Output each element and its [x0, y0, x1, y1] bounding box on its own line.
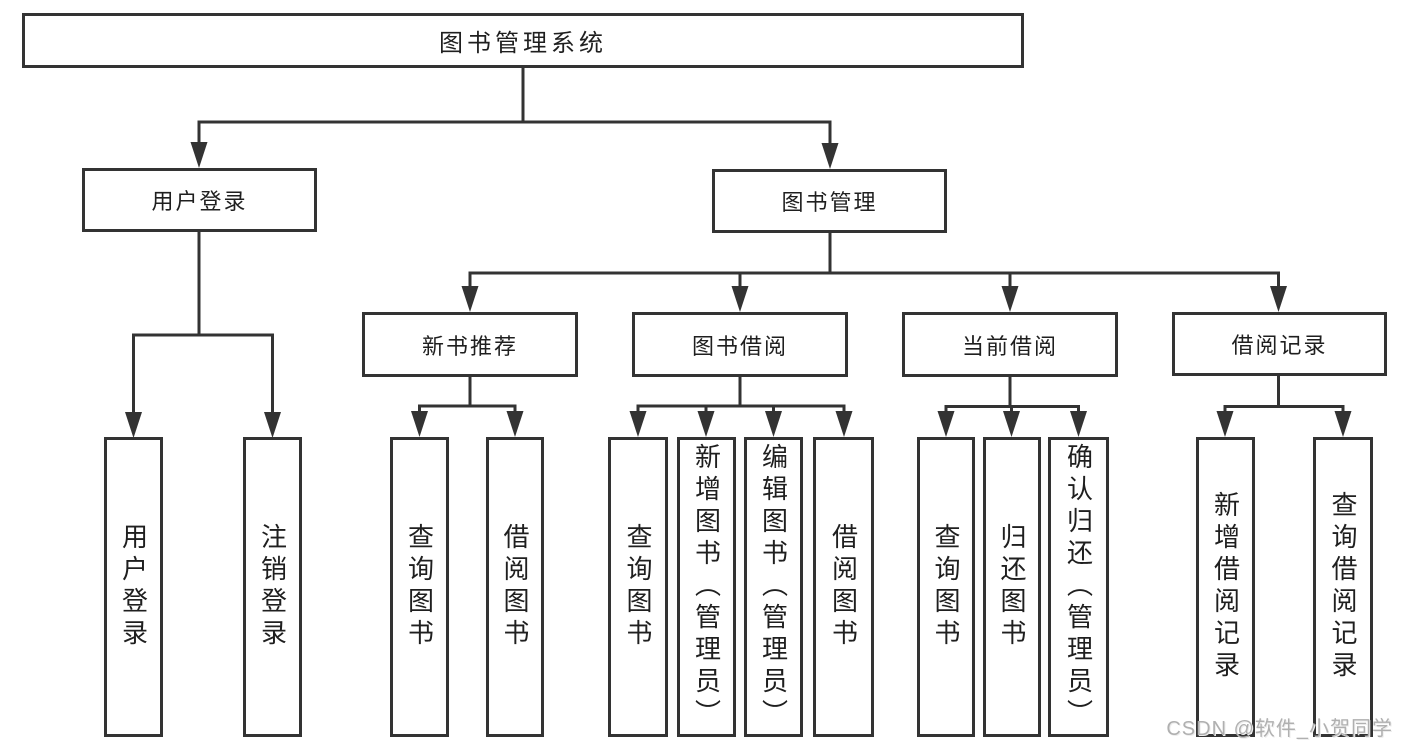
connector-user-login-to-leaves	[132, 232, 274, 418]
leaf-borrow-borrow-book-label: 借阅图书	[828, 523, 859, 651]
connector-new-book-to-leaves	[418, 377, 517, 417]
node-borrow-records: 借阅记录	[1172, 312, 1387, 376]
node-new-book-recommend-label: 新书推荐	[421, 333, 518, 359]
node-book-borrow: 图书借阅	[632, 312, 848, 377]
node-book-borrow-label: 图书借阅	[691, 333, 788, 359]
leaf-borrow-query: 查询图书	[608, 437, 668, 737]
connector-current-borrow-to-leaves	[944, 377, 1080, 417]
connector-book-management-to-level3	[468, 233, 1280, 292]
connector-borrow-records-to-leaves	[1223, 376, 1345, 417]
node-book-management: 图书管理	[712, 169, 947, 233]
leaf-borrow-query-label: 查询图书	[623, 523, 653, 651]
node-root: 图书管理系统	[22, 13, 1024, 68]
leaf-borrow-edit-book-label: 编辑图书（管理员）	[758, 443, 789, 731]
leaf-user-login-label: 用户登录	[118, 523, 149, 651]
leaf-newbook-borrow: 借阅图书	[486, 437, 544, 737]
leaf-records-add: 新增借阅记录	[1196, 437, 1255, 737]
connector-book-borrow-to-leaves	[636, 377, 846, 417]
leaf-borrow-add-book: 新增图书（管理员）	[677, 437, 736, 737]
leaf-current-confirm-return-label: 确认归还（管理员）	[1063, 443, 1094, 731]
leaf-records-add-label: 新增借阅记录	[1210, 491, 1241, 683]
leaf-current-confirm-return: 确认归还（管理员）	[1048, 437, 1109, 737]
leaf-current-query: 查询图书	[917, 437, 975, 737]
node-book-management-label: 图书管理	[781, 190, 878, 215]
connector-root-to-level2	[197, 68, 832, 149]
leaf-user-login: 用户登录	[104, 437, 163, 737]
leaf-borrow-borrow-book: 借阅图书	[813, 437, 874, 737]
node-root-label: 图书管理系统	[439, 30, 607, 57]
node-borrow-records-label: 借阅记录	[1231, 333, 1328, 358]
node-user-login: 用户登录	[82, 168, 317, 232]
leaf-current-query-label: 查询图书	[931, 523, 961, 651]
leaf-newbook-query-label: 查询图书	[404, 523, 435, 651]
leaf-newbook-borrow-label: 借阅图书	[500, 523, 530, 651]
leaf-logout: 注销登录	[243, 437, 302, 737]
node-current-borrow: 当前借阅	[902, 312, 1118, 377]
leaf-current-return: 归还图书	[983, 437, 1041, 737]
node-new-book-recommend: 新书推荐	[362, 312, 578, 377]
leaf-current-return-label: 归还图书	[997, 523, 1027, 651]
watermark: CSDN @软件_小贺同学	[1166, 718, 1393, 740]
leaf-records-query-label: 查询借阅记录	[1328, 491, 1358, 683]
leaf-newbook-query: 查询图书	[390, 437, 449, 737]
leaf-logout-label: 注销登录	[257, 523, 288, 651]
leaf-borrow-add-book-label: 新增图书（管理员）	[691, 443, 722, 731]
leaf-records-query: 查询借阅记录	[1313, 437, 1373, 737]
leaf-borrow-edit-book: 编辑图书（管理员）	[744, 437, 803, 737]
node-current-borrow-label: 当前借阅	[961, 333, 1058, 359]
node-user-login-label: 用户登录	[151, 189, 248, 214]
